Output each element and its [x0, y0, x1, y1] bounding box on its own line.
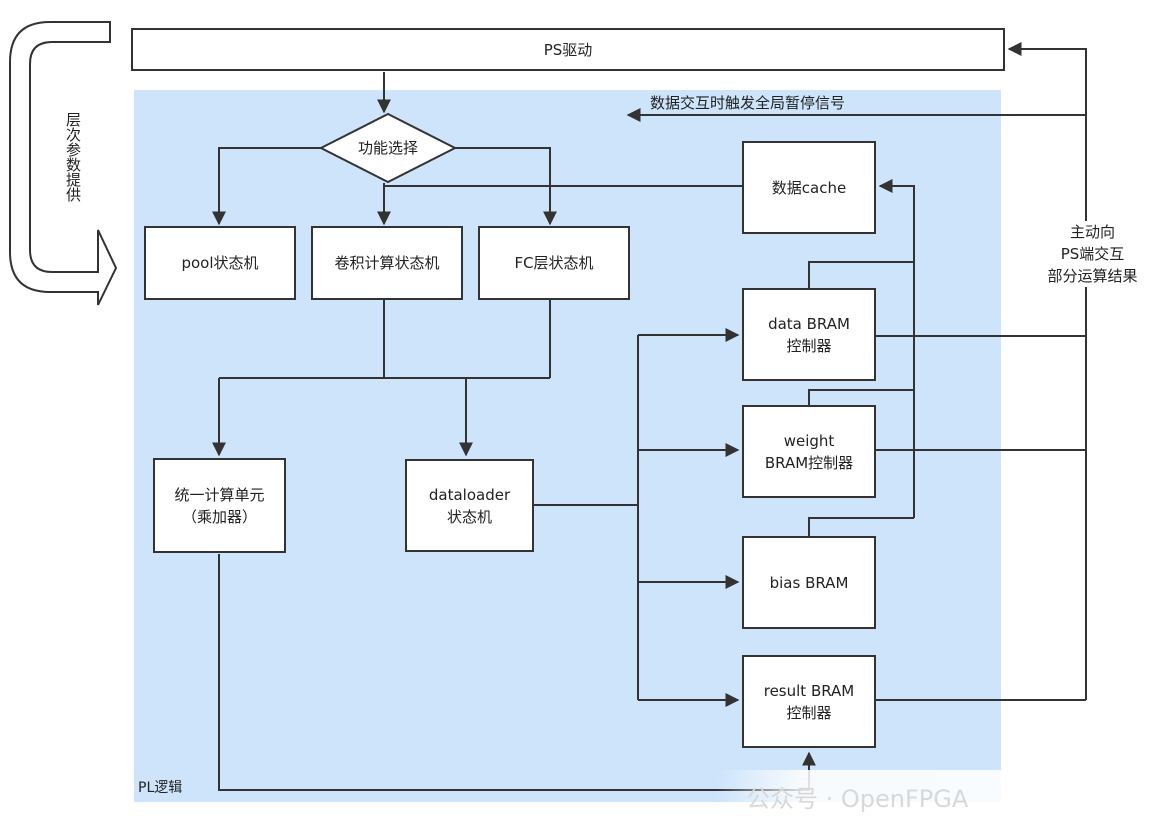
bias-bram-label: bias BRAM	[769, 573, 849, 592]
result-bram-box: result BRAM 控制器	[742, 655, 876, 748]
func-select-diamond	[319, 112, 457, 184]
data-cache-box: 数据cache	[742, 141, 876, 234]
result-bram-label: result BRAM 控制器	[763, 681, 855, 722]
bias-bram-box: bias BRAM	[742, 536, 876, 629]
ps-driver-label: PS驱动	[543, 40, 593, 59]
fc-fsm-box: FC层状态机	[478, 226, 630, 300]
pause-signal-label: 数据交互时触发全局暂停信号	[650, 94, 846, 112]
compute-unit-box: 统一计算单元 （乘加器）	[153, 458, 286, 553]
ps-driver-box: PS驱动	[131, 28, 1005, 71]
watermark: 公众号 · OpenFPGA	[716, 770, 1151, 829]
pool-fsm-label: pool状态机	[181, 254, 259, 272]
conv-fsm-label: 卷积计算状态机	[334, 254, 440, 272]
dataloader-box: dataloader 状态机	[405, 459, 534, 552]
pool-fsm-box: pool状态机	[144, 226, 296, 300]
layer-params-label: 层次参数提供	[64, 112, 82, 202]
layer-params-arrow	[9, 21, 118, 306]
data-cache-label: 数据cache	[771, 178, 847, 197]
pl-logic-label: PL逻辑	[138, 780, 183, 796]
active-interact-label: 主动向 PS端交互 部分运算结果	[1034, 221, 1151, 287]
fc-fsm-label: FC层状态机	[514, 254, 594, 272]
data-bram-label: data BRAM 控制器	[768, 314, 850, 355]
conv-fsm-box: 卷积计算状态机	[311, 226, 463, 300]
data-bram-box: data BRAM 控制器	[742, 288, 876, 381]
weight-bram-box: weight BRAM控制器	[742, 405, 876, 498]
weight-bram-label: weight BRAM控制器	[764, 431, 854, 472]
func-select-label: 功能选择	[357, 139, 418, 157]
compute-unit-label: 统一计算单元 （乘加器）	[174, 485, 265, 526]
dataloader-label: dataloader 状态机	[428, 485, 511, 526]
